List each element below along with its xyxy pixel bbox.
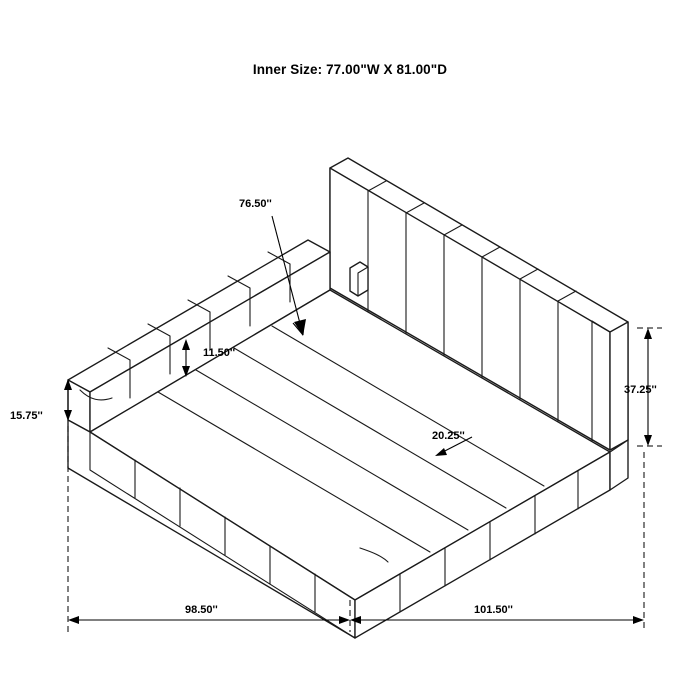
dim-footboard-inner-depth: 20.25''	[432, 430, 473, 456]
front-left-rail-top-edge	[89, 431, 356, 639]
front-left-rail-corner-crease	[79, 389, 113, 401]
dim-label-rail-outer-height: 15.75''	[10, 410, 43, 422]
headboard-top-ticks	[367, 180, 611, 333]
dim-label-footboard-depth: 20.25''	[432, 430, 465, 442]
dimension-annotations: 76.50'' 11.50'' 15.75'' 20.25''	[10, 198, 662, 632]
dim-headboard-height: 76.50''	[239, 198, 306, 336]
dim-label-headboard-height: 76.50''	[239, 198, 272, 210]
dim-label-width-left: 98.50''	[185, 604, 218, 616]
dim-label-width-right: 101.50''	[474, 604, 513, 616]
front-rail-seam	[359, 547, 389, 563]
headboard-left-post-edge	[357, 266, 369, 297]
dim-side-rail-outer-height: 15.75''	[10, 379, 72, 422]
dim-side-rail-inner-height: 11.50''	[182, 339, 236, 377]
dim-label-rail-inner-height: 11.50''	[203, 347, 236, 359]
page-title: Inner Size: 77.00"W X 81.00"D	[252, 62, 448, 77]
dim-label-overall-height-right: 37.25''	[624, 384, 657, 396]
dim-width-right-segment: 101.50''	[350, 604, 644, 624]
mattress-channel-lines	[157, 325, 545, 553]
left-side-rail-tufting	[107, 251, 291, 399]
dim-width-left-segment: 98.50''	[68, 604, 350, 624]
headboard-tufting	[367, 190, 593, 442]
front-right-rail-tufting	[399, 470, 579, 613]
dim-overall-height-right: 37.25''	[624, 327, 662, 447]
headboard-left-post	[349, 261, 369, 297]
bed-illustration	[67, 157, 629, 639]
right-rail-end-cap	[609, 439, 629, 491]
front-left-rail-tufting	[134, 459, 316, 613]
